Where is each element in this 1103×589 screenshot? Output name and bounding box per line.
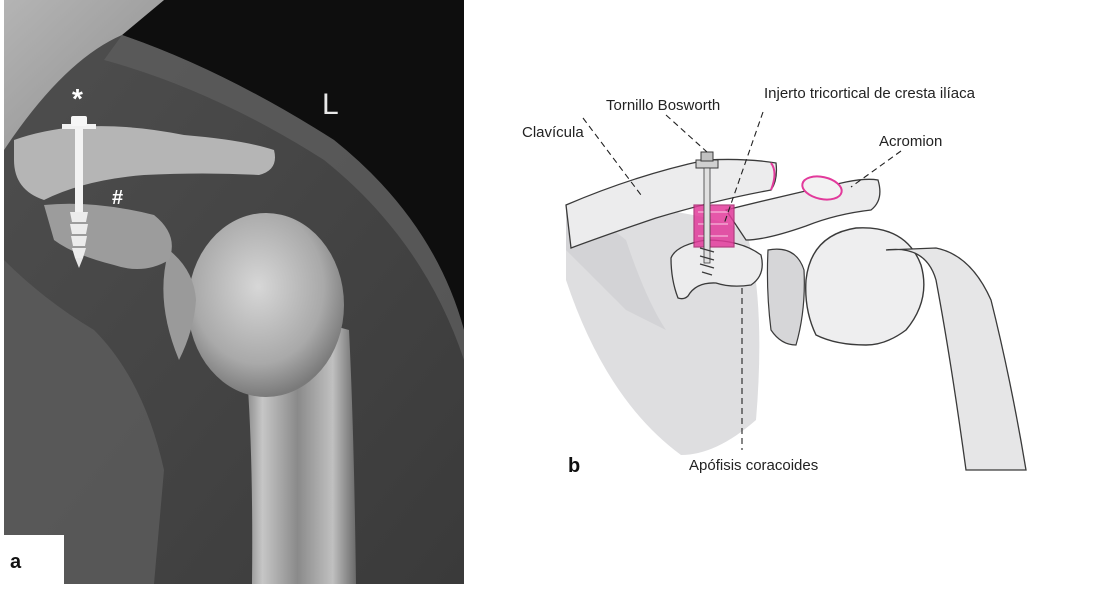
radiograph-panel: * # L a [4,0,464,584]
glenoid-drawing [767,249,804,345]
humeral-head [188,213,344,397]
humeral-head-drawing [806,228,924,345]
side-marker-left: L [322,88,339,121]
label-clavicle: Clavícula [522,124,584,141]
label-graft: Injerto tricortical de cresta ilíaca [764,85,976,102]
label-coracoid: Apófisis coracoides [689,457,818,474]
panel-letter-b: b [568,455,580,477]
illustration-panel: Tornillo Bosworth Injerto tricortical de… [466,0,1103,584]
panel-letter-a: a [10,551,22,573]
label-acromion: Acromion [879,133,942,150]
screw-marker: * [72,83,83,114]
graft-marker: # [112,187,123,209]
illustration-image: Tornillo Bosworth Injerto tricortical de… [466,0,1103,584]
label-screw: Tornillo Bosworth [606,97,720,114]
radiograph-image: * # L a [4,0,464,584]
